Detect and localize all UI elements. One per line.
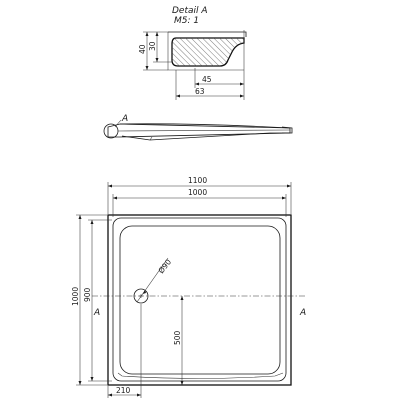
dim-drain-offset-y: 500	[173, 330, 182, 345]
plan-top-dims: 1100 1000	[107, 176, 292, 217]
plan-view: A A Ø90 500	[92, 214, 307, 386]
detail-title: Detail A	[172, 6, 208, 16]
drain-circle	[133, 288, 149, 304]
dim-inner-width: 1000	[188, 188, 207, 197]
section-label-right: A	[299, 308, 306, 318]
detail-dim-30: 30	[148, 41, 157, 51]
dim-drain-offset-x: 210	[116, 386, 131, 395]
detail-scale: M5: 1	[174, 16, 199, 26]
detail-dim-40: 40	[138, 44, 147, 54]
plan-left-dims: 1000 900	[71, 214, 112, 386]
dim-outer-height: 1000	[71, 287, 80, 306]
detail-profile	[167, 30, 247, 72]
tray-outer-edge	[107, 214, 292, 386]
detail-a: Detail A M5: 1	[138, 6, 247, 100]
plan-bottom-dims: 210	[107, 304, 142, 398]
dim-drain-diameter: Ø90	[156, 257, 173, 275]
dim-outer-width: 1100	[188, 176, 207, 185]
detail-dim-63: 63	[195, 87, 205, 96]
detail-dim-45: 45	[202, 75, 212, 84]
detail-a-marker-circle	[103, 123, 119, 139]
detail-vertical-dims: 40 30	[138, 31, 172, 71]
tray-rim	[112, 217, 287, 382]
tray-basin	[119, 225, 281, 375]
detail-horizontal-dims: 45 63	[175, 68, 245, 100]
side-view-callout: A	[121, 114, 128, 124]
side-view: A	[103, 114, 293, 141]
dim-inner-height: 900	[83, 287, 92, 302]
section-label-left: A	[93, 308, 100, 318]
